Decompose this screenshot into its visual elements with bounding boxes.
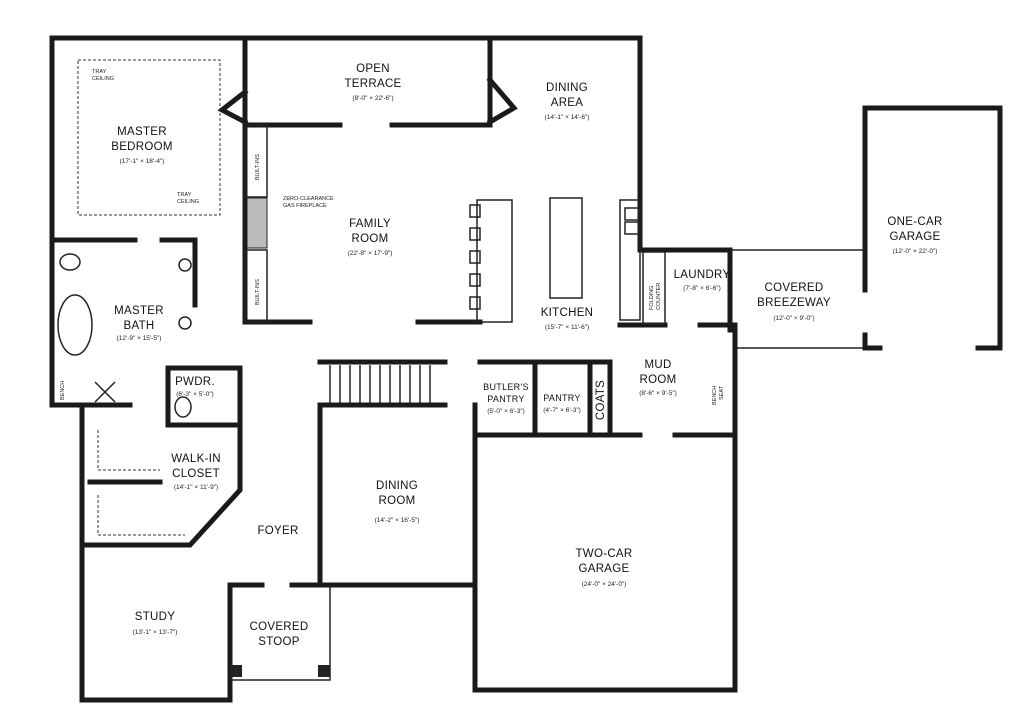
svg-text:(4'-7" × 6'-3"): (4'-7" × 6'-3") xyxy=(543,407,581,414)
svg-text:ROOM: ROOM xyxy=(640,374,677,386)
dining-area-label: DINING AREA (14'-1" × 14'-6") xyxy=(545,82,590,121)
svg-text:BUILT-INS: BUILT-INS xyxy=(255,279,261,305)
svg-text:DINING: DINING xyxy=(376,480,418,492)
svg-text:DINING: DINING xyxy=(546,82,588,94)
svg-text:GAS FIREPLACE: GAS FIREPLACE xyxy=(283,203,327,209)
svg-text:PANTRY: PANTRY xyxy=(487,394,524,404)
svg-text:GARAGE: GARAGE xyxy=(578,563,629,575)
svg-text:MASTER: MASTER xyxy=(114,305,164,317)
svg-text:(22'-8" × 17'-9"): (22'-8" × 17'-9") xyxy=(348,250,393,257)
family-room-label: FAMILY ROOM (22'-8" × 17'-9") xyxy=(348,218,393,257)
svg-text:WALK-IN: WALK-IN xyxy=(171,453,221,465)
svg-text:(12'-0" × 22'-0"): (12'-0" × 22'-0") xyxy=(893,248,938,255)
svg-text:CEILING: CEILING xyxy=(92,76,114,82)
kitchen-label: KITCHEN (15'-7" × 11'-6") xyxy=(541,307,594,331)
svg-text:STUDY: STUDY xyxy=(135,611,176,623)
svg-text:(12'-0" × 9'-0"): (12'-0" × 9'-0") xyxy=(773,315,814,322)
master-bath-label: MASTER BATH (12'-9" × 15'-5") xyxy=(114,305,164,342)
walk-in-closet-label: WALK-IN CLOSET (14'-1" × 11'-9") xyxy=(171,453,221,491)
one-car-garage-label: ONE-CAR GARAGE (12'-0" × 22'-0") xyxy=(887,216,942,255)
mud-room-label: MUD ROOM (8'-6" × 9'-5") xyxy=(639,359,677,397)
svg-text:CEILING: CEILING xyxy=(177,199,199,205)
fixtures xyxy=(57,59,666,536)
butlers-pantry-label: BUTLER'S PANTRY (5'-0" × 6'-3") xyxy=(483,382,529,415)
svg-text:ONE-CAR: ONE-CAR xyxy=(887,216,942,228)
svg-text:(6'-3" × 5'-0"): (6'-3" × 5'-0") xyxy=(176,391,214,398)
svg-text:COVERED: COVERED xyxy=(250,621,309,633)
svg-text:FOYER: FOYER xyxy=(257,525,298,537)
svg-text:(24'-0" × 24'-0"): (24'-0" × 24'-0") xyxy=(582,581,627,588)
svg-text:SEAT: SEAT xyxy=(719,385,725,400)
svg-text:TERRACE: TERRACE xyxy=(344,78,401,90)
open-terrace-label: OPEN TERRACE (8'-0" × 22'-6") xyxy=(344,63,401,102)
svg-text:BATH: BATH xyxy=(123,320,154,332)
svg-text:TRAY: TRAY xyxy=(177,192,192,198)
svg-text:(14'-2" × 16'-5"): (14'-2" × 16'-5") xyxy=(375,517,420,524)
svg-text:AREA: AREA xyxy=(551,97,584,109)
svg-text:OPEN: OPEN xyxy=(356,63,390,75)
svg-text:(13'-1" × 13'-7"): (13'-1" × 13'-7") xyxy=(133,629,178,636)
powder-room-label: PWDR. (6'-3" × 5'-0") xyxy=(175,376,215,398)
svg-text:KITCHEN: KITCHEN xyxy=(541,307,594,319)
covered-stoop-label: COVERED STOOP xyxy=(250,621,309,648)
svg-text:TWO-CAR: TWO-CAR xyxy=(575,548,632,560)
covered-breezeway-label: COVERED BREEZEWAY (12'-0" × 9'-0") xyxy=(757,282,831,322)
svg-text:(14'-1" × 14'-6"): (14'-1" × 14'-6") xyxy=(545,114,590,121)
svg-text:BREEZEWAY: BREEZEWAY xyxy=(757,297,831,309)
walls xyxy=(49,35,1003,703)
svg-text:BUILT-INS: BUILT-INS xyxy=(255,154,261,180)
svg-text:ZERO-CLEARANCE: ZERO-CLEARANCE xyxy=(283,196,334,202)
svg-text:FAMILY: FAMILY xyxy=(349,218,391,230)
svg-text:GARAGE: GARAGE xyxy=(889,231,940,243)
svg-text:BUTLER'S: BUTLER'S xyxy=(483,382,529,392)
svg-text:BENCH: BENCH xyxy=(60,381,66,400)
study-label: STUDY (13'-1" × 13'-7") xyxy=(133,611,178,636)
svg-text:BEDROOM: BEDROOM xyxy=(111,141,173,153)
svg-text:COVERED: COVERED xyxy=(765,282,824,294)
svg-text:(14'-1" × 11'-9"): (14'-1" × 11'-9") xyxy=(174,484,218,491)
svg-text:(17'-1" × 18'-4"): (17'-1" × 18'-4") xyxy=(120,158,165,165)
svg-text:TRAY: TRAY xyxy=(92,69,107,75)
svg-text:(12'-9" × 15'-5"): (12'-9" × 15'-5") xyxy=(117,335,162,342)
svg-text:CLOSET: CLOSET xyxy=(172,468,220,480)
svg-text:BENCH: BENCH xyxy=(712,386,718,405)
svg-text:COATS: COATS xyxy=(595,380,607,420)
svg-text:(5'-0" × 6'-3"): (5'-0" × 6'-3") xyxy=(487,408,525,415)
master-bedroom-label: MASTER BEDROOM (17'-1" × 18'-4") xyxy=(111,126,173,165)
svg-text:MASTER: MASTER xyxy=(117,126,167,138)
svg-text:(8'-6" × 9'-5"): (8'-6" × 9'-5") xyxy=(639,390,677,397)
dining-room-label: DINING ROOM (14'-2" × 16'-5") xyxy=(375,480,420,524)
coats-label: COATS xyxy=(595,380,607,420)
svg-text:FOLDING: FOLDING xyxy=(649,286,655,310)
stairs xyxy=(329,365,431,403)
svg-text:PWDR.: PWDR. xyxy=(175,376,215,388)
svg-text:PANTRY: PANTRY xyxy=(543,393,580,403)
svg-text:(7'-8" × 6'-6"): (7'-8" × 6'-6") xyxy=(683,285,721,292)
foyer-label: FOYER xyxy=(257,525,298,537)
laundry-label: LAUNDRY (7'-8" × 6'-6") xyxy=(674,269,731,292)
svg-text:ROOM: ROOM xyxy=(379,495,416,507)
svg-text:LAUNDRY: LAUNDRY xyxy=(674,269,731,281)
pantry-label: PANTRY (4'-7" × 6'-3") xyxy=(543,393,581,414)
svg-text:(8'-0" × 22'-6"): (8'-0" × 22'-6") xyxy=(352,95,393,102)
two-car-garage-label: TWO-CAR GARAGE (24'-0" × 24'-0") xyxy=(575,548,632,588)
svg-text:(15'-7" × 11'-6"): (15'-7" × 11'-6") xyxy=(545,324,589,331)
svg-text:STOOP: STOOP xyxy=(258,636,300,648)
svg-text:MUD: MUD xyxy=(644,359,671,371)
room-labels: MASTER BEDROOM (17'-1" × 18'-4") OPEN TERRA… xyxy=(111,63,942,648)
svg-text:COUNTER: COUNTER xyxy=(656,283,662,310)
svg-text:ROOM: ROOM xyxy=(352,233,389,245)
